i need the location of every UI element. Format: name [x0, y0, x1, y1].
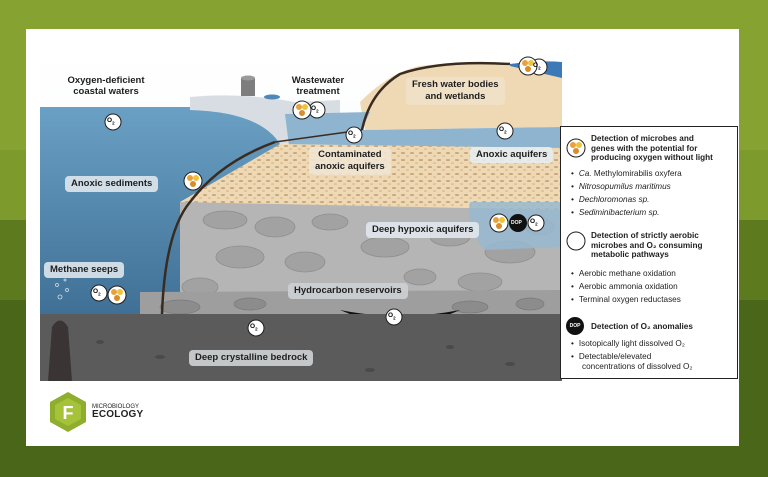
legend-item: Detectable/elevated [571, 352, 651, 362]
legend-title-anomalies: Detection of O₂ anomalies [591, 322, 693, 331]
legend-item: Aerobic methane oxidation [571, 269, 676, 279]
o2-icon-label: O2 [388, 312, 396, 321]
journal-logo-icon: F [50, 392, 86, 432]
legend-panel: Detection of microbes and genes with the… [560, 126, 738, 379]
o2-icon-label: O2 [93, 288, 101, 297]
o2-icon [345, 126, 363, 144]
legend-item: Terminal oxygen reductases [571, 295, 681, 305]
label-anoxic-aquifers: Anoxic aquifers [470, 147, 554, 163]
microbe-cluster-icon [566, 138, 586, 158]
microbe-cluster-icon [489, 213, 509, 233]
hydrocarbon-layer [140, 290, 562, 320]
wastewater-tank [241, 75, 280, 100]
o2-icon [527, 214, 545, 232]
legend-item: Sediminibacterium sp. [571, 208, 660, 218]
bubbles-icon [55, 278, 69, 300]
dop-icon-label: DOP [511, 220, 522, 226]
o2-icon [104, 113, 122, 131]
bedrock-layer [40, 314, 562, 381]
o2-icon-label: O2 [530, 218, 538, 227]
label-bedrock: Deep crystalline bedrock [189, 350, 314, 366]
label-methane-seeps: Methane seeps [44, 262, 125, 278]
microbe-cluster-icon [292, 100, 312, 120]
o2-icon [566, 231, 586, 251]
svg-text:F: F [63, 403, 74, 423]
boundary-line [160, 140, 276, 315]
legend-item: Ca. Methylomirabilis oxyfera [571, 169, 682, 179]
legend-item-continuation: concentrations of dissolved O₂ [582, 362, 693, 371]
microbe-cluster-icon [107, 285, 127, 305]
microbe-cluster-icon [183, 171, 203, 191]
o2-icon-label: O2 [533, 62, 541, 71]
legend-item: Nitrosopumilus maritimus [571, 182, 671, 192]
dop-badge-icon: DOP [566, 317, 584, 335]
label-deep-hypoxic: Deep hypoxic aquifers [366, 222, 480, 238]
o2-icon-label: O2 [348, 130, 356, 139]
o2-icon [90, 284, 108, 302]
label-anoxic-sediments: Anoxic sediments [65, 176, 159, 192]
journal-logo-text: MICROBIOLOGY ECOLOGY [92, 404, 144, 420]
legend-title-oxygen-producers: Detection of microbes and genes with the… [591, 134, 713, 162]
legend-item: Dechloromonas sp. [571, 195, 650, 205]
o2-icon-label: O2 [311, 105, 319, 114]
dop-badge-icon [509, 214, 527, 232]
anoxic-aquifer-band [285, 112, 562, 154]
legend-title-aerobic: Detection of strictly aerobic microbes a… [591, 231, 703, 259]
o2-icon [496, 122, 514, 140]
methane-seep-chimney [48, 320, 72, 381]
label-hydrocarbon: Hydrocarbon reservoirs [288, 283, 408, 299]
o2-icon-label: O2 [499, 126, 507, 135]
o2-icon [247, 319, 265, 337]
microbe-cluster-icon [518, 56, 538, 76]
o2-icon [385, 308, 403, 326]
o2-icon-label: O2 [250, 323, 258, 332]
o2-icon-label: O2 [107, 117, 115, 126]
legend-item: Aerobic ammonia oxidation [571, 282, 678, 292]
legend-item: Isotopically light dissolved O₂ [571, 339, 685, 349]
